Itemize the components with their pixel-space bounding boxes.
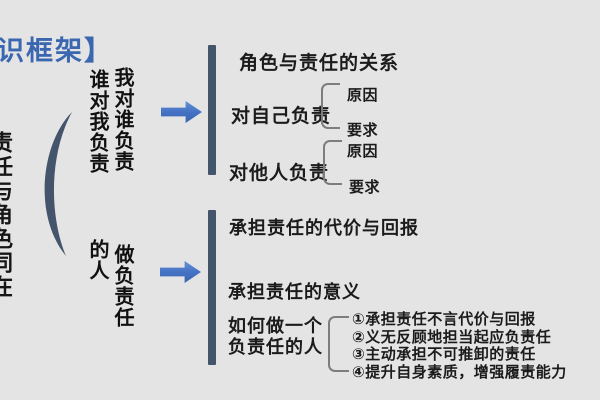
topic-spine-vertical-text: 责任与角色同在 (0, 131, 13, 299)
list-item: ②义无反顾地担当起应负责任 (352, 328, 552, 346)
bracket-shape (321, 83, 340, 129)
leaf-reason: 原因 (347, 87, 379, 104)
arrow-right-icon (161, 100, 202, 124)
bracket-shape (323, 140, 342, 185)
question-who-is-responsible-for-me: 谁对我负责 (86, 69, 108, 174)
list-item: ①承担责任不言代价与回报 (352, 311, 536, 328)
node-responsible-for-others: 对他人负责 (229, 163, 330, 184)
item-cost-and-reward: 承担责任的代价与回报 (229, 218, 419, 238)
arrow-right-icon (160, 260, 201, 284)
section-bar-top (208, 45, 216, 175)
leaf-requirement: 要求 (349, 179, 381, 196)
section-bar-bottom (208, 210, 216, 365)
list-item: ③主动承担不可推卸的责任 (352, 346, 536, 364)
heading-role-responsibility-relation: 角色与责任的关系 (239, 53, 400, 74)
phrase-be-responsible-person-part1: 做负责任 (111, 244, 133, 328)
phrase-be-responsible-person-part2: 的人 (86, 239, 108, 281)
list-item: ④提升自身素质，增强履责能力 (352, 363, 567, 381)
bracket-shape (328, 316, 349, 372)
node-how-to-be-responsible: 如何做一个 负责任的人 (228, 316, 323, 357)
leaf-requirement: 要求 (347, 122, 379, 139)
crescent-brace-shape (44, 112, 72, 256)
page-title: 识框架】 (0, 36, 113, 66)
responsibility-points-list: ①承担责任不言代价与回报 ②义无反顾地担当起应负责任 ③主动承担不可推卸的责任 … (352, 311, 567, 381)
item-meaning-of-responsibility: 承担责任的意义 (228, 282, 361, 302)
leaf-reason: 原因 (347, 143, 379, 160)
question-whom-am-i-responsible-for: 我对谁负责 (111, 67, 133, 172)
node-responsible-for-self: 对自己负责 (231, 106, 332, 127)
